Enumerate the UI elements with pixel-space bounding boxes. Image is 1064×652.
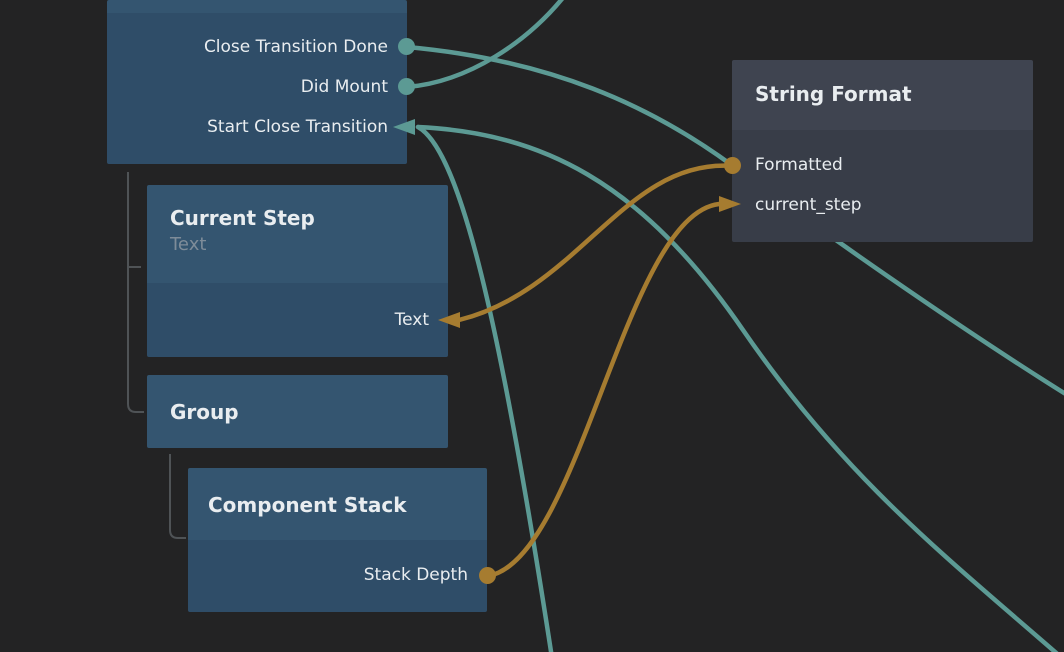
node-title: Component Stack [208, 493, 407, 517]
node-group[interactable]: Group [147, 375, 448, 448]
node-title: Current Step [170, 206, 315, 230]
port-stack-depth[interactable] [479, 567, 496, 584]
node-string-format[interactable]: String Format Formatted current_step [732, 60, 1033, 242]
wire-did-mount[interactable] [404, 0, 566, 90]
port-label-did-mount: Did Mount [300, 77, 388, 97]
port-text-input-arrow[interactable] [435, 310, 463, 330]
wire-formatted-to-text[interactable] [456, 163, 736, 323]
wire-stack-depth-to-current-step[interactable] [485, 201, 722, 579]
port-label-stack-depth: Stack Depth [363, 565, 468, 585]
node-group-header: Group [147, 375, 448, 448]
node-top-left[interactable]: Close Transition Done Did Mount Start Cl… [107, 0, 407, 164]
node-component-stack-body [188, 540, 487, 612]
node-current-step[interactable]: Current Step Text Text [147, 185, 448, 357]
port-label-close-transition-done: Close Transition Done [203, 37, 388, 57]
node-title: Group [170, 400, 239, 424]
port-formatted[interactable] [724, 157, 741, 174]
node-subtitle: Text [170, 234, 207, 255]
node-current-step-header: Current Step Text [147, 185, 448, 283]
hierarchy-guide-children [127, 172, 144, 413]
port-did-mount[interactable] [398, 78, 415, 95]
node-current-step-body [147, 283, 448, 357]
node-top-left-header [107, 0, 407, 13]
port-label-text: Text [394, 310, 429, 330]
node-component-stack[interactable]: Component Stack Stack Depth [188, 468, 487, 612]
wire-start-close-transition-from-bottom-right[interactable] [415, 124, 1062, 652]
node-title: String Format [755, 82, 912, 106]
node-top-left-body [107, 13, 407, 164]
port-start-close-transition-arrow[interactable] [390, 117, 418, 137]
port-close-transition-done[interactable] [398, 38, 415, 55]
port-label-current-step: current_step [755, 195, 862, 215]
wire-start-close-transition-from-bottom[interactable] [415, 124, 554, 652]
node-string-format-body [732, 130, 1033, 242]
node-string-format-header: String Format [732, 60, 1033, 130]
node-component-stack-header: Component Stack [188, 468, 487, 540]
hierarchy-guide-component-stack [169, 454, 186, 539]
port-label-formatted: Formatted [755, 155, 843, 175]
port-label-start-close-transition: Start Close Transition [207, 117, 388, 137]
port-current-step-input-arrow[interactable] [716, 194, 744, 214]
